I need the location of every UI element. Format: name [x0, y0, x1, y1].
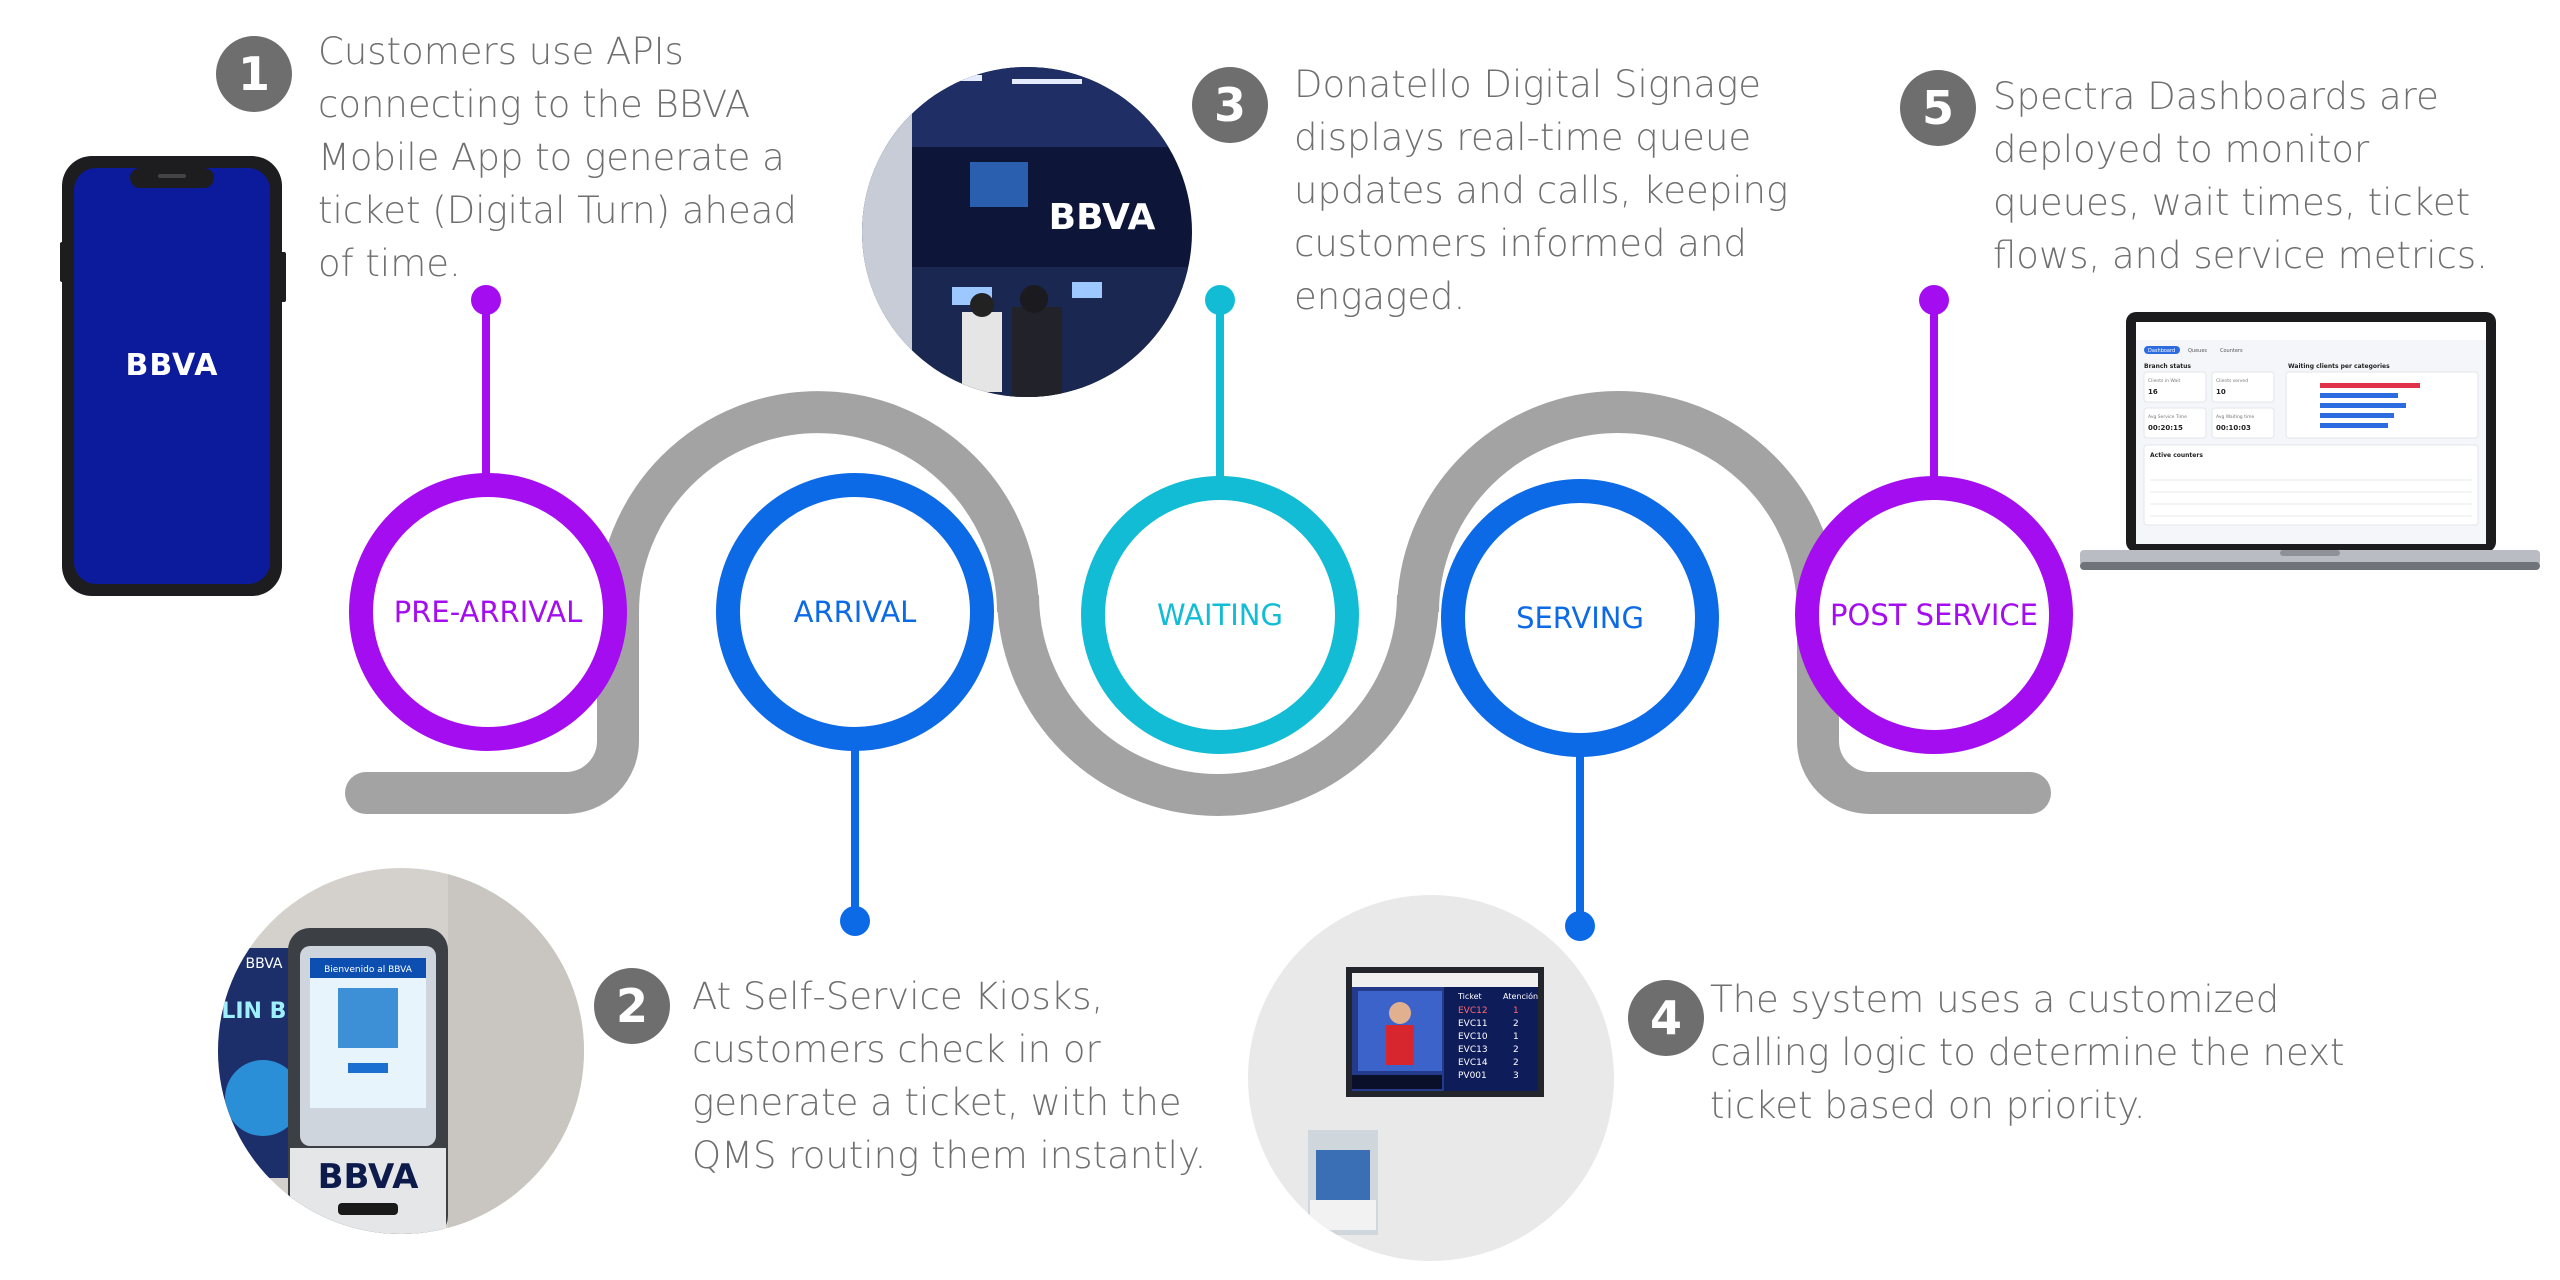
- dashboard-stat-label: Clients served: [2216, 378, 2248, 384]
- step-3-line: Donatello Digital Signage: [1294, 63, 1762, 106]
- step-1-line: Customers use APIs: [318, 30, 684, 73]
- dashboard-stat-label: Avg Service Time: [2148, 414, 2187, 420]
- step-2-line: customers check in or: [692, 1028, 1101, 1071]
- serving-screen-header: Ticket: [1457, 992, 1482, 1001]
- stage-ring-pre-arrival: [349, 473, 627, 751]
- serving-photo: Ticket Atención EVC12 1 EVC11 2 EVC10 1 …: [1248, 895, 1614, 1261]
- step-1-line: connecting to the BBVA: [318, 83, 751, 126]
- signage-photo: BBVA: [862, 67, 1192, 397]
- kiosk-screen-title: Bienvenido al BBVA: [324, 965, 413, 975]
- step-3-line: updates and calls, keeping: [1294, 169, 1789, 212]
- serving-window: 3: [1513, 1071, 1519, 1081]
- step-1-line: of time.: [318, 242, 461, 285]
- kiosk-poster-brand: BBVA: [245, 956, 282, 972]
- step-description-3: Donatello Digital Signage displays real-…: [1294, 58, 1788, 323]
- serving-screen-col: Atención: [1503, 991, 1538, 1001]
- dashboard-branch-status: Branch status: [2144, 363, 2191, 370]
- serving-ticket: EVC14: [1458, 1058, 1488, 1068]
- step-description-1: Customers use APIs connecting to the BBV…: [318, 25, 797, 290]
- serving-ticket: PV001: [1458, 1071, 1487, 1081]
- step-3-line: engaged.: [1294, 275, 1466, 318]
- stage-ring-post-service: [1795, 476, 2073, 754]
- serving-ticket: EVC13: [1458, 1045, 1488, 1055]
- serving-window: 2: [1513, 1045, 1519, 1055]
- step-badge-5: 5: [1900, 70, 1976, 146]
- laptop-dashboard-image: Dashboard Queues Counters Branch status …: [2080, 312, 2540, 570]
- stage-ring-arrival: [716, 473, 994, 751]
- step-5-line: flows, and service metrics.: [1993, 234, 2488, 277]
- step-5-line: Spectra Dashboards are: [1993, 75, 2439, 118]
- serving-ticket: EVC10: [1458, 1032, 1488, 1042]
- phone-image: BBVA: [60, 156, 286, 596]
- step-4-line: calling logic to determine the next: [1710, 1031, 2345, 1074]
- dashboard-screen: Dashboard Queues Counters Branch status …: [2136, 322, 2486, 526]
- step-badge-3: 3: [1192, 67, 1268, 143]
- dashboard-waiting-title: Waiting clients per categories: [2288, 363, 2390, 370]
- dashboard-stat-label: Avg Waiting time: [2216, 414, 2254, 420]
- dashboard-stat-value: 16: [2148, 388, 2158, 396]
- step-badge-2: 2: [594, 968, 670, 1044]
- stage-ring-serving: [1441, 479, 1719, 757]
- step-2-line: generate a ticket, with the: [692, 1081, 1182, 1124]
- serving-window: 2: [1513, 1019, 1519, 1029]
- kiosk-photo: PLIN BBVA BBVA Bienvenido al BBVA BBVA: [218, 868, 584, 1234]
- dashboard-stat-value: 00:20:15: [2148, 424, 2183, 432]
- stage-label-pre-arrival: PRE-ARRIVAL: [393, 595, 583, 629]
- dashboard-tab: Counters: [2220, 348, 2243, 354]
- step-description-2: At Self-Service Kiosks, customers check …: [692, 970, 1206, 1182]
- dashboard-tab: Dashboard: [2148, 348, 2175, 354]
- connector-serving: [1565, 750, 1595, 941]
- stage-label-post-service: POST SERVICE: [1830, 598, 2038, 632]
- serving-window: 1: [1513, 1032, 1519, 1042]
- step-3-line: displays real-time queue: [1294, 116, 1752, 159]
- dashboard-stat-label: Clients in Wait: [2148, 378, 2181, 384]
- step-4-line: ticket based on priority.: [1710, 1084, 2146, 1127]
- dashboard-stat-value: 00:10:03: [2216, 424, 2251, 432]
- stage-label-arrival: ARRIVAL: [793, 595, 917, 629]
- dashboard-active-counters: Active counters: [2150, 452, 2203, 459]
- connector-pre-arrival: [471, 285, 501, 480]
- stage-ring-waiting: [1081, 476, 1359, 754]
- step-2-line: QMS routing them instantly.: [692, 1134, 1207, 1177]
- step-5-line: deployed to monitor: [1993, 128, 2370, 171]
- connector-post-service: [1919, 285, 1949, 480]
- stage-label-waiting: WAITING: [1157, 598, 1283, 632]
- step-badge-1: 1: [216, 36, 292, 112]
- step-2-line: At Self-Service Kiosks,: [692, 975, 1104, 1018]
- serving-ticket: EVC11: [1458, 1019, 1488, 1029]
- step-1-line: Mobile App to generate a: [318, 136, 785, 179]
- kiosk-brand-logo: BBVA: [318, 1157, 419, 1197]
- connector-arrival: [840, 745, 870, 936]
- step-description-5: Spectra Dashboards are deployed to monit…: [1993, 70, 2488, 282]
- connector-waiting: [1205, 285, 1235, 480]
- serving-window: 1: [1513, 1006, 1519, 1016]
- step-5-line: queues, wait times, ticket: [1993, 181, 2471, 224]
- timeline-track: [345, 391, 2051, 816]
- serving-ticket: EVC12: [1458, 1006, 1488, 1016]
- step-1-line: ticket (Digital Turn) ahead: [318, 189, 797, 232]
- serving-window: 2: [1513, 1058, 1519, 1068]
- phone-brand-logo: BBVA: [126, 348, 219, 383]
- step-description-4: The system uses a customized calling log…: [1710, 973, 2345, 1132]
- step-3-line: customers informed and: [1294, 222, 1747, 265]
- stage-label-serving: SERVING: [1516, 601, 1644, 635]
- step-badge-4: 4: [1628, 980, 1704, 1056]
- step-4-line: The system uses a customized: [1710, 978, 2280, 1021]
- signage-brand-logo: BBVA: [1049, 197, 1156, 238]
- dashboard-stat-value: 10: [2216, 388, 2226, 396]
- dashboard-tab: Queues: [2188, 348, 2207, 354]
